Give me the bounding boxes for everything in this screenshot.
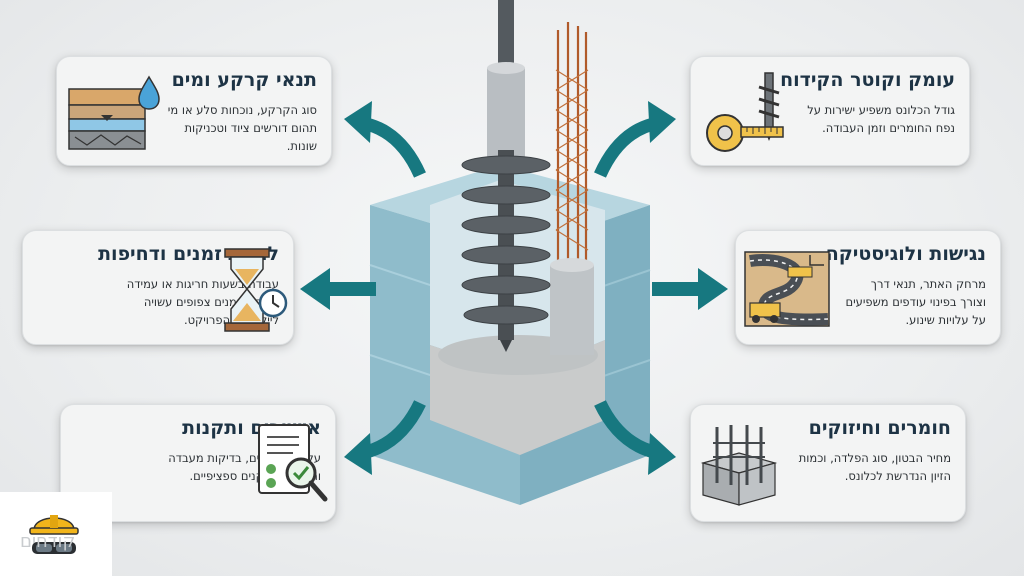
pile-drilling-illustration [369, 0, 651, 505]
drill-measure-icon [706, 72, 784, 152]
card-access-logistics: נגישות ולוגיסטיקה מרחק האתר, תנאי דרך וצ… [735, 230, 1001, 345]
card-text: גודל הכלונס משפיע ישירות על נפח החומרים … [807, 103, 955, 135]
arrow-bottom-right [594, 400, 676, 475]
card-title: חומרים וחיזוקים [808, 417, 951, 439]
card-text: מחיר הבטון, סוג הפלדה, וכמות הזיון הנדרש… [798, 451, 951, 483]
card-depth-diameter: עומק וקוטר הקידוח גודל הכלונס משפיע ישיר… [690, 56, 970, 166]
card-soil-water: תנאי קרקע ומים סוג הקרקע, נוכחות סלע או … [56, 56, 332, 166]
card-materials-reinforcement: חומרים וחיזוקים מחיר הבטון, סוג הפלדה, ו… [690, 404, 966, 522]
soil-water-icon [68, 75, 160, 150]
rebar-concrete-icon [700, 425, 778, 506]
card-title: נגישות ולוגיסטיקה [825, 243, 986, 265]
arrow-middle-left [300, 268, 376, 310]
hardhat-goggles-icon [29, 515, 79, 554]
arrow-top-left [344, 101, 426, 178]
road-truck-icon [744, 251, 830, 327]
hourglass-clock-icon [224, 248, 288, 332]
card-title: עומק וקוטר הקידוח [780, 69, 955, 91]
arrow-top-right [594, 101, 676, 178]
card-text: מרחק האתר, תנאי דרך וצורך בפינוי עודפים … [845, 277, 986, 327]
card-text: סוג הקרקע, נוכחות סלע או מי תהום דורשים … [167, 103, 317, 153]
arrow-bottom-left [344, 400, 426, 475]
document-check-icon [258, 424, 328, 502]
logo-area [0, 492, 112, 576]
card-schedule-urgency: לוחות זמנים ודחיפות עבודה בשעות חריגות א… [22, 230, 294, 345]
watermark-text: קודחים [20, 531, 76, 552]
arrow-middle-right [652, 268, 728, 310]
card-title: תנאי קרקע ומים [171, 69, 317, 91]
